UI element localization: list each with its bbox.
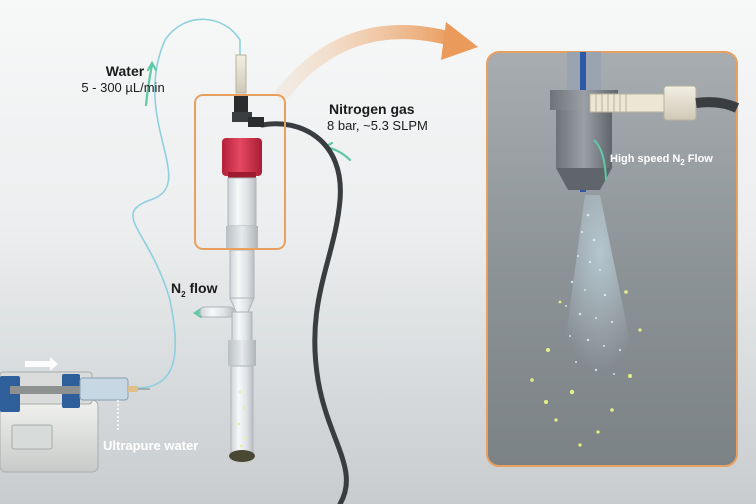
nitrogen-gas-rate: 8 bar, ~5.3 SLPM <box>327 118 428 133</box>
spray-plume-icon <box>530 195 642 447</box>
water-title: Water <box>105 63 145 79</box>
highlight-box <box>194 94 286 250</box>
nebulizer-apparatus <box>199 54 264 462</box>
n2-flow-rest: flow <box>185 280 218 296</box>
n2-flow-label: N2 flow <box>171 280 217 303</box>
high-speed-sub: 2 <box>680 158 685 168</box>
nitrogen-gas-title: Nitrogen gas <box>329 101 415 117</box>
gas-hose <box>259 121 349 504</box>
high-speed-main: High speed N <box>610 153 681 165</box>
nozzle-icon <box>550 52 740 192</box>
syringe-pump-icon <box>0 357 150 473</box>
high-speed-flow-label: High speed N2 Flow <box>610 151 713 171</box>
zoom-arrow-icon <box>276 22 478 100</box>
n2-flow-main: N <box>171 280 182 296</box>
high-speed-rest: Flow <box>684 153 713 165</box>
water-rate: 5 - 300 µL/min <box>81 80 165 95</box>
ultrapure-water-label: Ultrapure water <box>103 438 199 453</box>
nozzle-inset <box>486 51 740 467</box>
water-line <box>132 18 241 389</box>
n2-flow-sub: 2 <box>181 289 186 299</box>
